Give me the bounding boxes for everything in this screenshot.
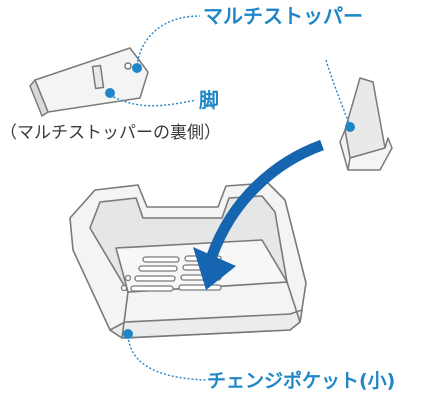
tray-slot xyxy=(134,275,176,282)
tray-front-face xyxy=(109,309,303,339)
tray-slot xyxy=(130,285,174,292)
label-change-pocket-small: チェンジポケット(小) xyxy=(207,370,396,392)
leader-dot xyxy=(123,329,133,339)
tray-slot xyxy=(142,256,180,263)
label-multi-stopper-back: （マルチストッパーの裏側） xyxy=(0,123,221,143)
label-multi-stopper: マルチストッパー xyxy=(203,4,363,28)
arrow-shaft xyxy=(206,139,324,258)
tray-rim-line xyxy=(286,281,301,323)
stopper-back-edge xyxy=(29,79,49,117)
stopper-panel xyxy=(344,77,386,159)
leader-leg xyxy=(109,94,197,107)
leader-multi-stopper xyxy=(136,15,201,67)
leader-pocket xyxy=(127,335,207,381)
arrow-head xyxy=(193,247,236,290)
leader-stopper-right xyxy=(325,59,351,127)
leader-dot xyxy=(345,122,355,132)
leader-dots xyxy=(105,63,355,339)
tray-slot xyxy=(138,265,178,272)
stopper-back-plate xyxy=(34,47,149,113)
tray-rim-line xyxy=(121,291,129,339)
label-leg: 脚 xyxy=(199,88,219,112)
leader-dot xyxy=(132,63,142,73)
leader-lines xyxy=(109,15,351,381)
multi-stopper-back-part xyxy=(29,47,149,117)
leader-dot xyxy=(105,88,115,98)
stopper-foot xyxy=(91,64,105,90)
multi-stopper-part xyxy=(339,77,393,171)
tray-hole xyxy=(120,284,128,292)
stopper-hole xyxy=(124,62,132,70)
tray-slot xyxy=(178,284,222,291)
stopper-edge xyxy=(347,157,351,171)
tray-hole xyxy=(124,274,132,282)
stopper-base xyxy=(339,129,393,171)
curved-arrow-icon xyxy=(193,139,324,290)
